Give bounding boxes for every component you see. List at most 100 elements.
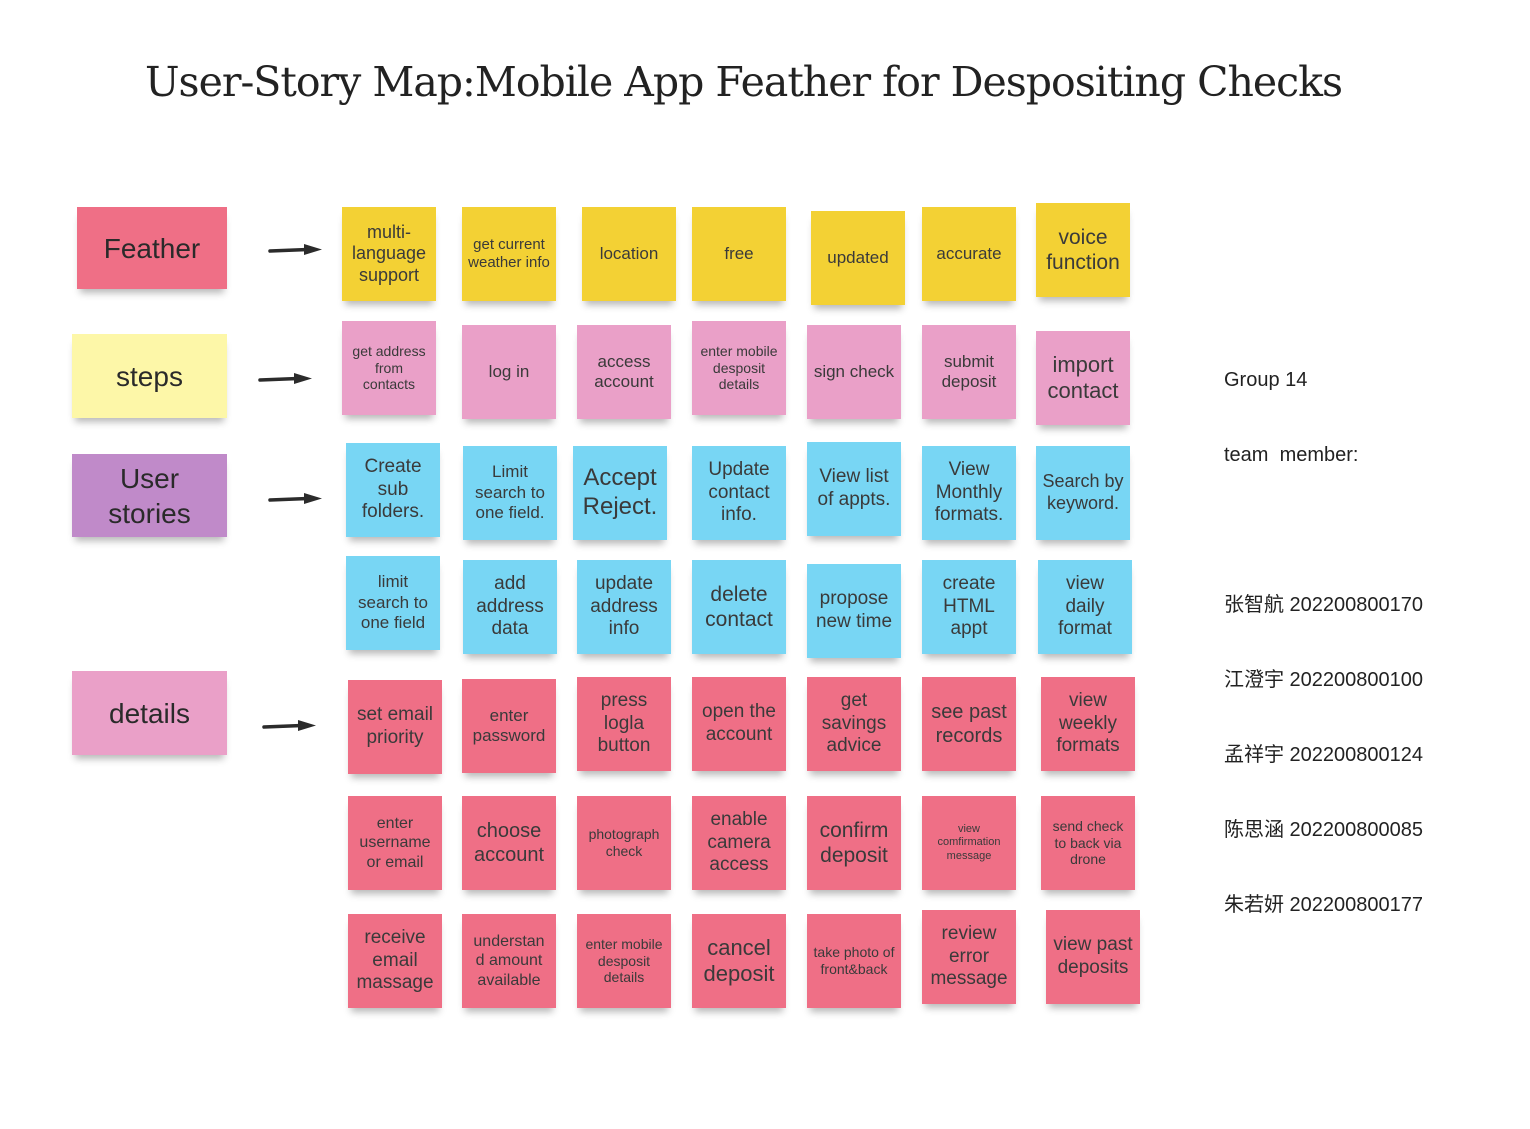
team-member-label: team member:	[1224, 444, 1359, 466]
note-text: review error message	[930, 922, 1008, 990]
detail-note: take photo of front&back	[807, 914, 901, 1008]
note-text: take photo of front&back	[813, 944, 895, 977]
note-text: set email priority	[356, 704, 434, 748]
note-text: sign check	[813, 361, 895, 381]
story-note: update address info	[577, 560, 671, 654]
note-text: choose account	[473, 820, 545, 866]
note-text: add address data	[476, 572, 544, 640]
story-note: Update contact info.	[692, 446, 786, 540]
team-member: 江澄宇 202200800100	[1224, 669, 1424, 691]
note-text: get savings advice	[821, 689, 887, 757]
arrow-right-icon	[268, 493, 322, 504]
team-member: 孟祥宇 202200800124	[1224, 744, 1424, 766]
note-text: get current weather info	[468, 236, 550, 271]
detail-note: set email priority	[348, 680, 442, 774]
team-member: 张智航 202200800170	[1224, 594, 1424, 616]
note-text: enter mobile desposit details	[585, 935, 663, 986]
note-text: Create sub folders.	[361, 455, 425, 523]
detail-note: choose account	[462, 796, 556, 890]
note-text: accurate	[936, 243, 1002, 263]
note-text: get address from contacts	[352, 342, 426, 393]
note-text: log in	[488, 361, 530, 381]
step-note: submit deposit	[922, 325, 1016, 419]
detail-note: review error message	[922, 910, 1016, 1004]
feature-note: updated	[811, 211, 905, 305]
step-note: access account	[577, 325, 671, 419]
note-text: multi-language support	[351, 221, 427, 285]
feature-note: get current weather info	[462, 207, 556, 301]
feature-note: free	[692, 207, 786, 301]
arrow-right-icon	[258, 373, 312, 384]
note-text: Accept Reject.	[582, 464, 658, 520]
group-name: Group 14	[1224, 369, 1308, 391]
row-label-text: Feather	[103, 232, 201, 264]
detail-note: cancel deposit	[692, 914, 786, 1008]
note-text: view daily format	[1058, 572, 1112, 640]
note-text: open the account	[702, 701, 776, 745]
step-note: import contact	[1036, 331, 1130, 425]
note-text: receive email massage	[356, 926, 434, 994]
story-note: View Monthly formats.	[922, 446, 1016, 540]
note-text: see past records	[931, 701, 1007, 747]
note-text: propose new time	[815, 588, 893, 632]
detail-note: view weekly formats	[1041, 677, 1135, 771]
note-text: location	[599, 243, 659, 263]
note-text: confirm deposit	[819, 818, 889, 867]
story-note: delete contact	[692, 560, 786, 654]
step-note: log in	[462, 325, 556, 419]
detail-note: see past records	[922, 677, 1016, 771]
detail-note: enable camera access	[692, 796, 786, 890]
note-text: updated	[827, 247, 889, 267]
detail-note: enter password	[462, 679, 556, 773]
row-label-steps: steps	[72, 334, 227, 418]
note-text: Update contact info.	[708, 458, 770, 526]
arrow-right-icon	[262, 720, 316, 731]
feature-note: voice function	[1036, 203, 1130, 297]
detail-note: enter username or email	[348, 796, 442, 890]
detail-note: send check to back via drone	[1041, 796, 1135, 890]
note-text: view comfirmation message	[937, 823, 1001, 862]
note-text: update address info	[590, 572, 658, 640]
step-note: enter mobile desposit details	[692, 321, 786, 415]
note-text: submit deposit	[941, 351, 997, 391]
row-label-text: steps	[116, 360, 183, 392]
story-note: Limit search to one field.	[463, 446, 557, 540]
team-member: 陈思涵 202200800085	[1224, 819, 1424, 841]
step-note: get address from contacts	[342, 321, 436, 415]
note-text: import contact	[1047, 351, 1119, 403]
note-text: View Monthly formats.	[934, 458, 1004, 526]
detail-note: understan d amount available	[462, 914, 556, 1008]
note-text: send check to back via drone	[1052, 817, 1124, 868]
note-text: enter mobile desposit details	[700, 342, 778, 393]
note-text: View list of appts.	[817, 466, 891, 510]
note-text: enter username or email	[359, 815, 431, 871]
story-note: Create sub folders.	[346, 443, 440, 537]
feature-note: location	[582, 207, 676, 301]
row-label-feather: Feather	[77, 207, 227, 289]
detail-note: view comfirmation message	[922, 796, 1016, 890]
note-text: press logla button	[597, 689, 651, 757]
detail-note: confirm deposit	[807, 796, 901, 890]
note-text: access account	[594, 351, 654, 391]
note-text: Limit search to one field.	[475, 462, 545, 523]
story-note: View list of appts.	[807, 442, 901, 536]
story-note: add address data	[463, 560, 557, 654]
note-text: Search by keyword.	[1042, 471, 1124, 513]
detail-note: photograph check	[577, 796, 671, 890]
note-text: enter password	[472, 705, 546, 745]
group-info: Group 14 team member: 张智航 202200800170 江…	[1224, 318, 1423, 943]
detail-note: open the account	[692, 677, 786, 771]
story-note: view daily format	[1038, 560, 1132, 654]
row-label-text: details	[109, 697, 190, 729]
row-label-details: details	[72, 671, 227, 755]
feature-note: accurate	[922, 207, 1016, 301]
note-text: voice function	[1046, 225, 1120, 274]
detail-note: press logla button	[577, 677, 671, 771]
story-note: Accept Reject.	[573, 446, 667, 540]
story-note: create HTML appt	[922, 560, 1016, 654]
story-note: limit search to one field	[346, 556, 440, 650]
row-label-user-stories: User stories	[72, 454, 227, 537]
note-text: view weekly formats	[1056, 689, 1120, 757]
story-note: Search by keyword.	[1036, 446, 1130, 540]
spacer	[1224, 518, 1423, 543]
